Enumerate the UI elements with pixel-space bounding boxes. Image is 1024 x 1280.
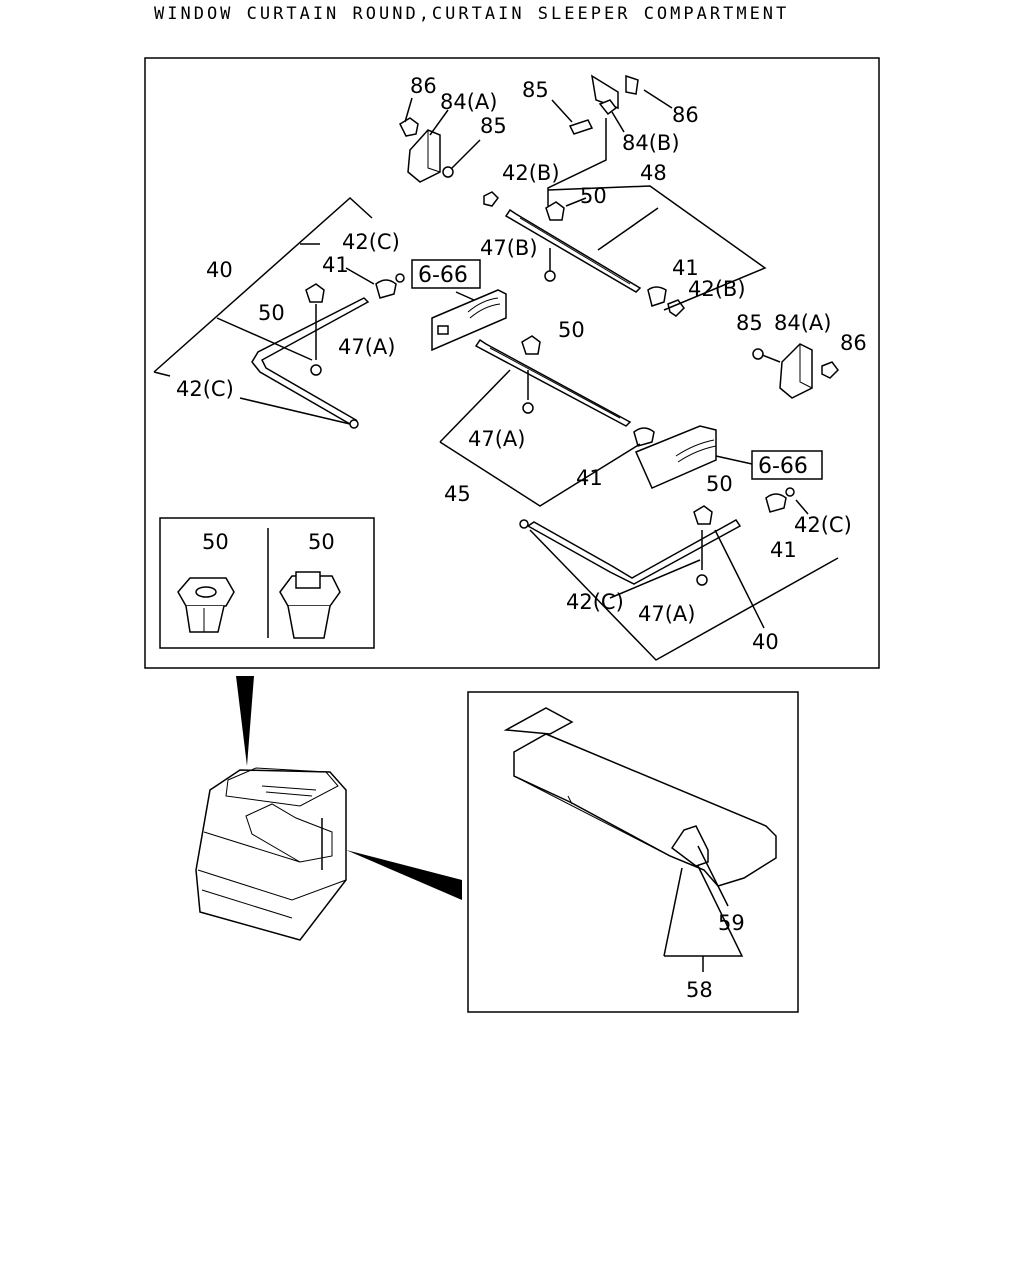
label-50: 50 [308, 530, 335, 554]
label-59: 59 [718, 911, 745, 935]
label-47a: 47(A) [338, 335, 395, 359]
label-42c: 42(C) [794, 513, 852, 537]
label-47a: 47(A) [468, 427, 525, 451]
label-47b: 47(B) [480, 236, 538, 260]
label-85: 85 [480, 114, 507, 138]
rail-45 [439, 335, 655, 507]
ref-box-6-66-lower-label[interactable]: 6-66 [758, 454, 808, 479]
label-84a: 84(A) [774, 311, 831, 335]
label-41: 41 [576, 466, 603, 490]
label-47a: 47(A) [638, 602, 695, 626]
label-42c: 42(C) [342, 230, 400, 254]
label-40: 40 [206, 258, 233, 282]
rail-48 [483, 185, 767, 317]
label-50: 50 [202, 530, 229, 554]
ref-box-6-66-lower[interactable] [751, 450, 823, 480]
bracket-84b-top [547, 74, 673, 206]
label-41: 41 [672, 256, 699, 280]
page-title: WINDOW CURTAIN ROUND,CURTAIN SLEEPER COM… [154, 4, 790, 24]
clip-detail-box [159, 517, 375, 649]
cab-illustration [195, 767, 347, 941]
label-41: 41 [322, 253, 349, 277]
label-42b: 42(B) [688, 277, 746, 301]
label-86: 86 [840, 331, 867, 355]
label-50: 50 [706, 472, 733, 496]
label-84b: 84(B) [622, 131, 680, 155]
label-85: 85 [522, 78, 549, 102]
label-42c: 42(C) [176, 377, 234, 401]
pointer-wedge-top [236, 676, 254, 766]
label-86: 86 [672, 103, 699, 127]
ref-box-6-66-upper[interactable] [411, 259, 481, 289]
label-45: 45 [444, 482, 471, 506]
label-40: 40 [752, 630, 779, 654]
curtain-58 [503, 707, 777, 972]
label-85: 85 [736, 311, 763, 335]
label-84a: 84(A) [440, 90, 497, 114]
label-42c: 42(C) [566, 590, 624, 614]
label-41: 41 [770, 538, 797, 562]
label-50: 50 [558, 318, 585, 342]
label-42b: 42(B) [502, 161, 560, 185]
pointer-wedge-right [346, 850, 462, 900]
clip-50-round [177, 577, 235, 633]
label-86: 86 [410, 74, 437, 98]
label-48: 48 [640, 161, 667, 185]
clip-50-square [279, 571, 341, 639]
label-58: 58 [686, 978, 713, 1002]
main-diagram-frame [144, 57, 880, 669]
ref-box-6-66-upper-label[interactable]: 6-66 [418, 263, 468, 288]
rail-40-left [153, 196, 405, 429]
curtain-detail-box [467, 691, 799, 1013]
trim-panel-lower [635, 425, 753, 489]
bracket-84a-right [752, 343, 839, 399]
trim-panel-upper [431, 289, 507, 352]
label-50: 50 [580, 184, 607, 208]
rail-40-right [519, 487, 839, 661]
label-50: 50 [258, 301, 285, 325]
bracket-84a-top [399, 97, 481, 183]
